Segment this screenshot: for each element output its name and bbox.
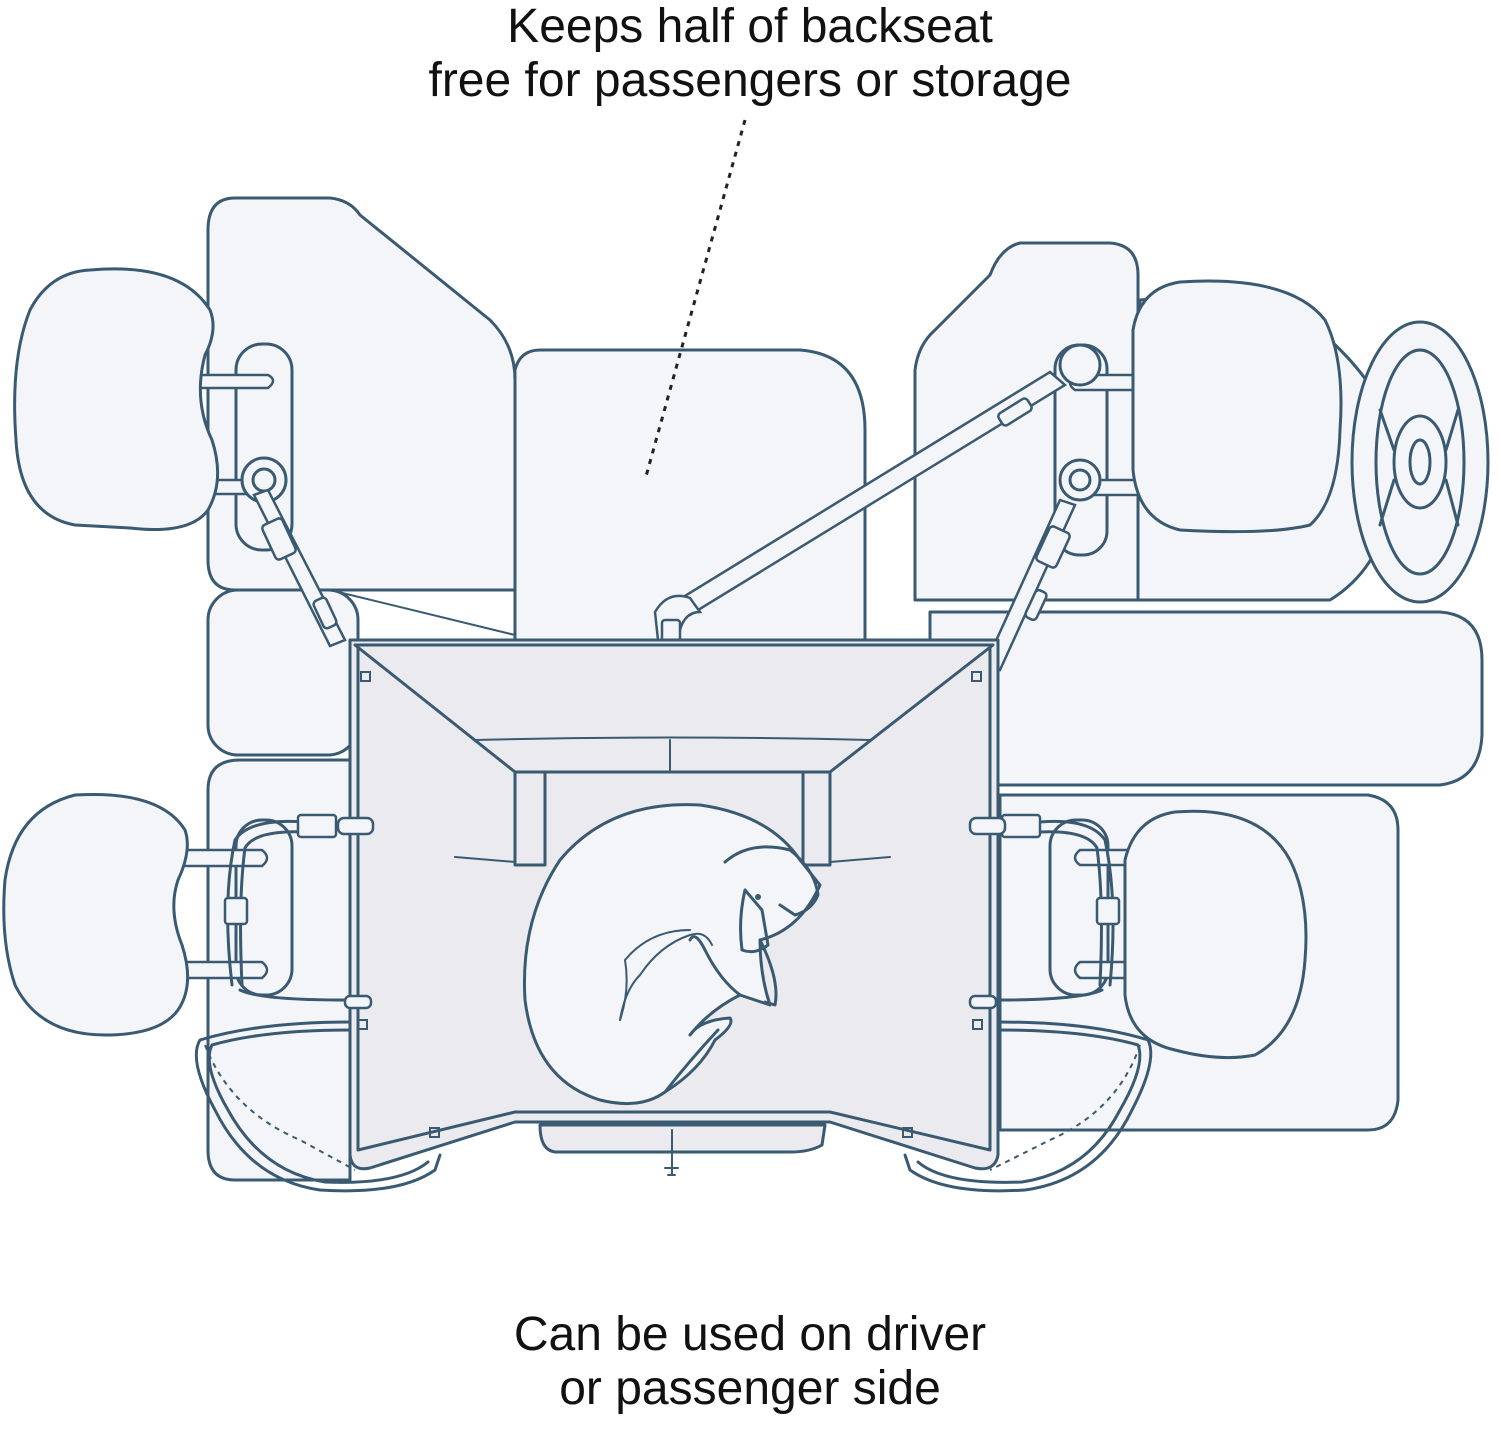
- top-caption-line-1: Keeps half of backseat: [507, 0, 993, 53]
- left-armrest: [206, 588, 360, 757]
- headrest-icon: [2, 792, 294, 1037]
- bottom-caption: Can be used on driver or passenger side: [0, 1308, 1500, 1416]
- headrest-icon: [13, 267, 294, 552]
- corner-markers: [357, 671, 983, 1138]
- top-caption-line-2: free for passengers or storage: [428, 54, 1072, 107]
- pointer-line: [643, 119, 747, 481]
- dog-icon: [522, 803, 822, 1106]
- bottom-caption-line-1: Can be used on driver: [513, 1308, 987, 1361]
- strap-icon: [194, 1020, 1153, 1193]
- top-caption: Keeps half of backseat free for passenge…: [0, 0, 1500, 108]
- strap-icon: [252, 370, 1077, 682]
- buckle-icon: [223, 813, 1121, 1010]
- right-armrest: [928, 610, 1484, 787]
- middle-backrest: [513, 348, 867, 642]
- headrest-icon: [1048, 809, 1308, 1060]
- bottom-caption-line-2: or passenger side: [559, 1362, 941, 1415]
